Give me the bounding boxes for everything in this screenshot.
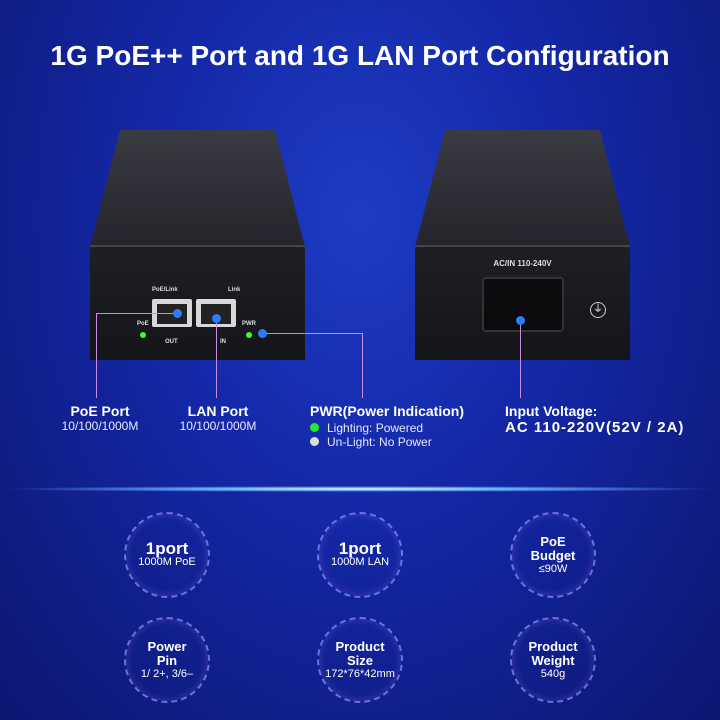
poe-injector-back-top [415, 130, 630, 247]
poe-port-title: PoE Port [70, 403, 130, 419]
pwr-callout: PWR(Power Indication) Lighting: Powered … [310, 403, 464, 449]
spec-value: 540g [540, 668, 566, 680]
spec-head: Product Size [335, 639, 385, 668]
voltage-callout: Input Voltage: AC 110-220V(52V / 2A) [505, 403, 684, 436]
ground-icon: ⏚ [590, 302, 606, 318]
green-dot-icon [310, 423, 319, 432]
spec-head: 1port [145, 539, 189, 558]
poe-injector-back: AC/IN 110-240V ⏚ [415, 245, 630, 360]
lan-port-callout: LAN Port 10/100/1000M [158, 403, 278, 433]
spec-value: 1/ 2+, 3/6– [140, 668, 194, 680]
lan-port-title: LAN Port [187, 403, 249, 419]
spec-value: 172*76*42mm [325, 668, 395, 680]
voltage-callout-line [520, 322, 521, 398]
poe-injector-top [90, 130, 305, 247]
pwr-unlight: Un-Light: No Power [327, 435, 432, 449]
lan-port-dot [212, 314, 221, 323]
pwr-title: PWR(Power Indication) [310, 403, 464, 419]
poe-injector-front: PoE/Link Link PoE PWR OUT IN [90, 245, 305, 360]
spec-value: 1000M LAN [330, 556, 390, 568]
out-label: OUT [165, 339, 178, 345]
pwr-led [246, 332, 252, 338]
voltage-title: Input Voltage: [505, 403, 598, 419]
glow-divider [0, 486, 720, 492]
pwr-dot [258, 329, 267, 338]
ac-input-label: AC/IN 110-240V [493, 259, 552, 268]
link-label: Link [228, 287, 241, 293]
poe-port-callout: PoE Port 10/100/1000M [40, 403, 160, 433]
pwr-lighting: Lighting: Powered [327, 421, 424, 435]
poe-callout-line [96, 313, 178, 314]
poe-link-label: PoE/Link [152, 287, 178, 293]
pwr-led-label: PWR [242, 321, 256, 327]
poe-led [140, 332, 146, 338]
spec-head: Power Pin [147, 639, 187, 668]
grey-dot-icon [310, 437, 319, 446]
poe-port-speed: 10/100/1000M [61, 419, 139, 433]
spec-poe-budget: PoE Budget≤90W [510, 512, 596, 598]
poe-callout-line [96, 313, 97, 398]
page-title: 1G PoE++ Port and 1G LAN Port Configurat… [50, 40, 670, 71]
in-label: IN [220, 339, 226, 345]
poe-led-label: PoE [137, 321, 149, 327]
spec-value: ≤90W [538, 563, 568, 575]
lan-port-speed: 10/100/1000M [179, 419, 257, 433]
spec-head: 1port [338, 539, 382, 558]
pwr-callout-line [362, 333, 363, 398]
poe-port-dot [173, 309, 182, 318]
voltage-value: AC 110-220V(52V / 2A) [505, 419, 685, 436]
spec-value: 1000M PoE [138, 556, 196, 568]
lan-callout-line [216, 320, 217, 398]
spec-head: PoE Budget [530, 534, 576, 563]
ac-socket-dot [516, 316, 525, 325]
pwr-callout-line [264, 333, 362, 334]
spec-head: Product Weight [528, 639, 578, 668]
